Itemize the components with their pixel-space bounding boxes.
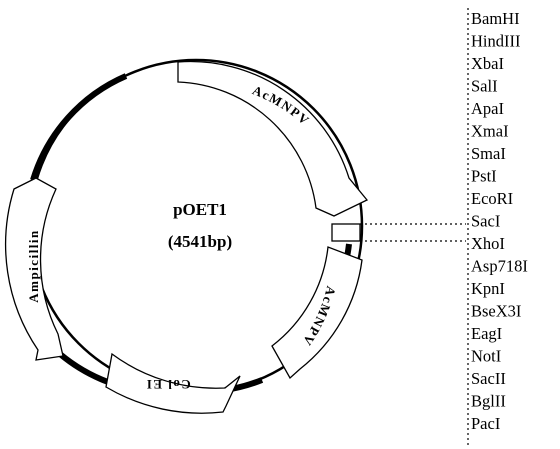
restriction-site-bsex3i: BseX3I [471,302,521,321]
acmnpv-lower-arrow [271,246,363,380]
restriction-site-hindiii: HindIII [471,32,520,51]
restriction-site-noti: NotI [471,347,501,366]
acmnpv-upper-arrow [177,60,369,217]
restriction-site-apai: ApaI [471,99,504,118]
col-e1-arrow [105,352,241,414]
ampicillin-label: Ampicillin [26,229,41,303]
restriction-site-kpni: KpnI [471,279,505,298]
backbone-thick-segment-lower-left [58,351,110,385]
restriction-site-ecori: EcoRI [471,189,513,208]
restriction-site-sali: SalI [471,77,498,96]
backbone-thick-segment-left [30,73,128,181]
restriction-site-asp718i: Asp718I [471,257,528,276]
restriction-site-bamhi: BamHI [471,9,520,28]
restriction-site-saci: SacI [471,212,500,231]
col-e1-label: Col EI [145,377,190,392]
restriction-site-paci: PacI [471,414,500,433]
restriction-site-eagi: EagI [471,324,502,343]
ampicillin-arrow [4,177,64,361]
restriction-site-xbai: XbaI [471,54,504,73]
restriction-site-list: BamHI HindIII XbaI SalI ApaI XmaI SmaI PstI EcoR… [471,9,528,433]
restriction-site-psti: PstI [471,167,497,186]
plasmid-name-label: pOET1 [173,200,227,219]
plasmid-size-label: (4541bp) [168,232,232,251]
mcs-box [331,223,361,242]
restriction-site-sacii: SacII [471,369,506,388]
restriction-site-xmai: XmaI [471,122,509,141]
restriction-site-xhoi: XhoI [471,234,505,253]
restriction-site-bglii: BglII [471,392,506,411]
restriction-site-smai: SmaI [471,144,506,163]
